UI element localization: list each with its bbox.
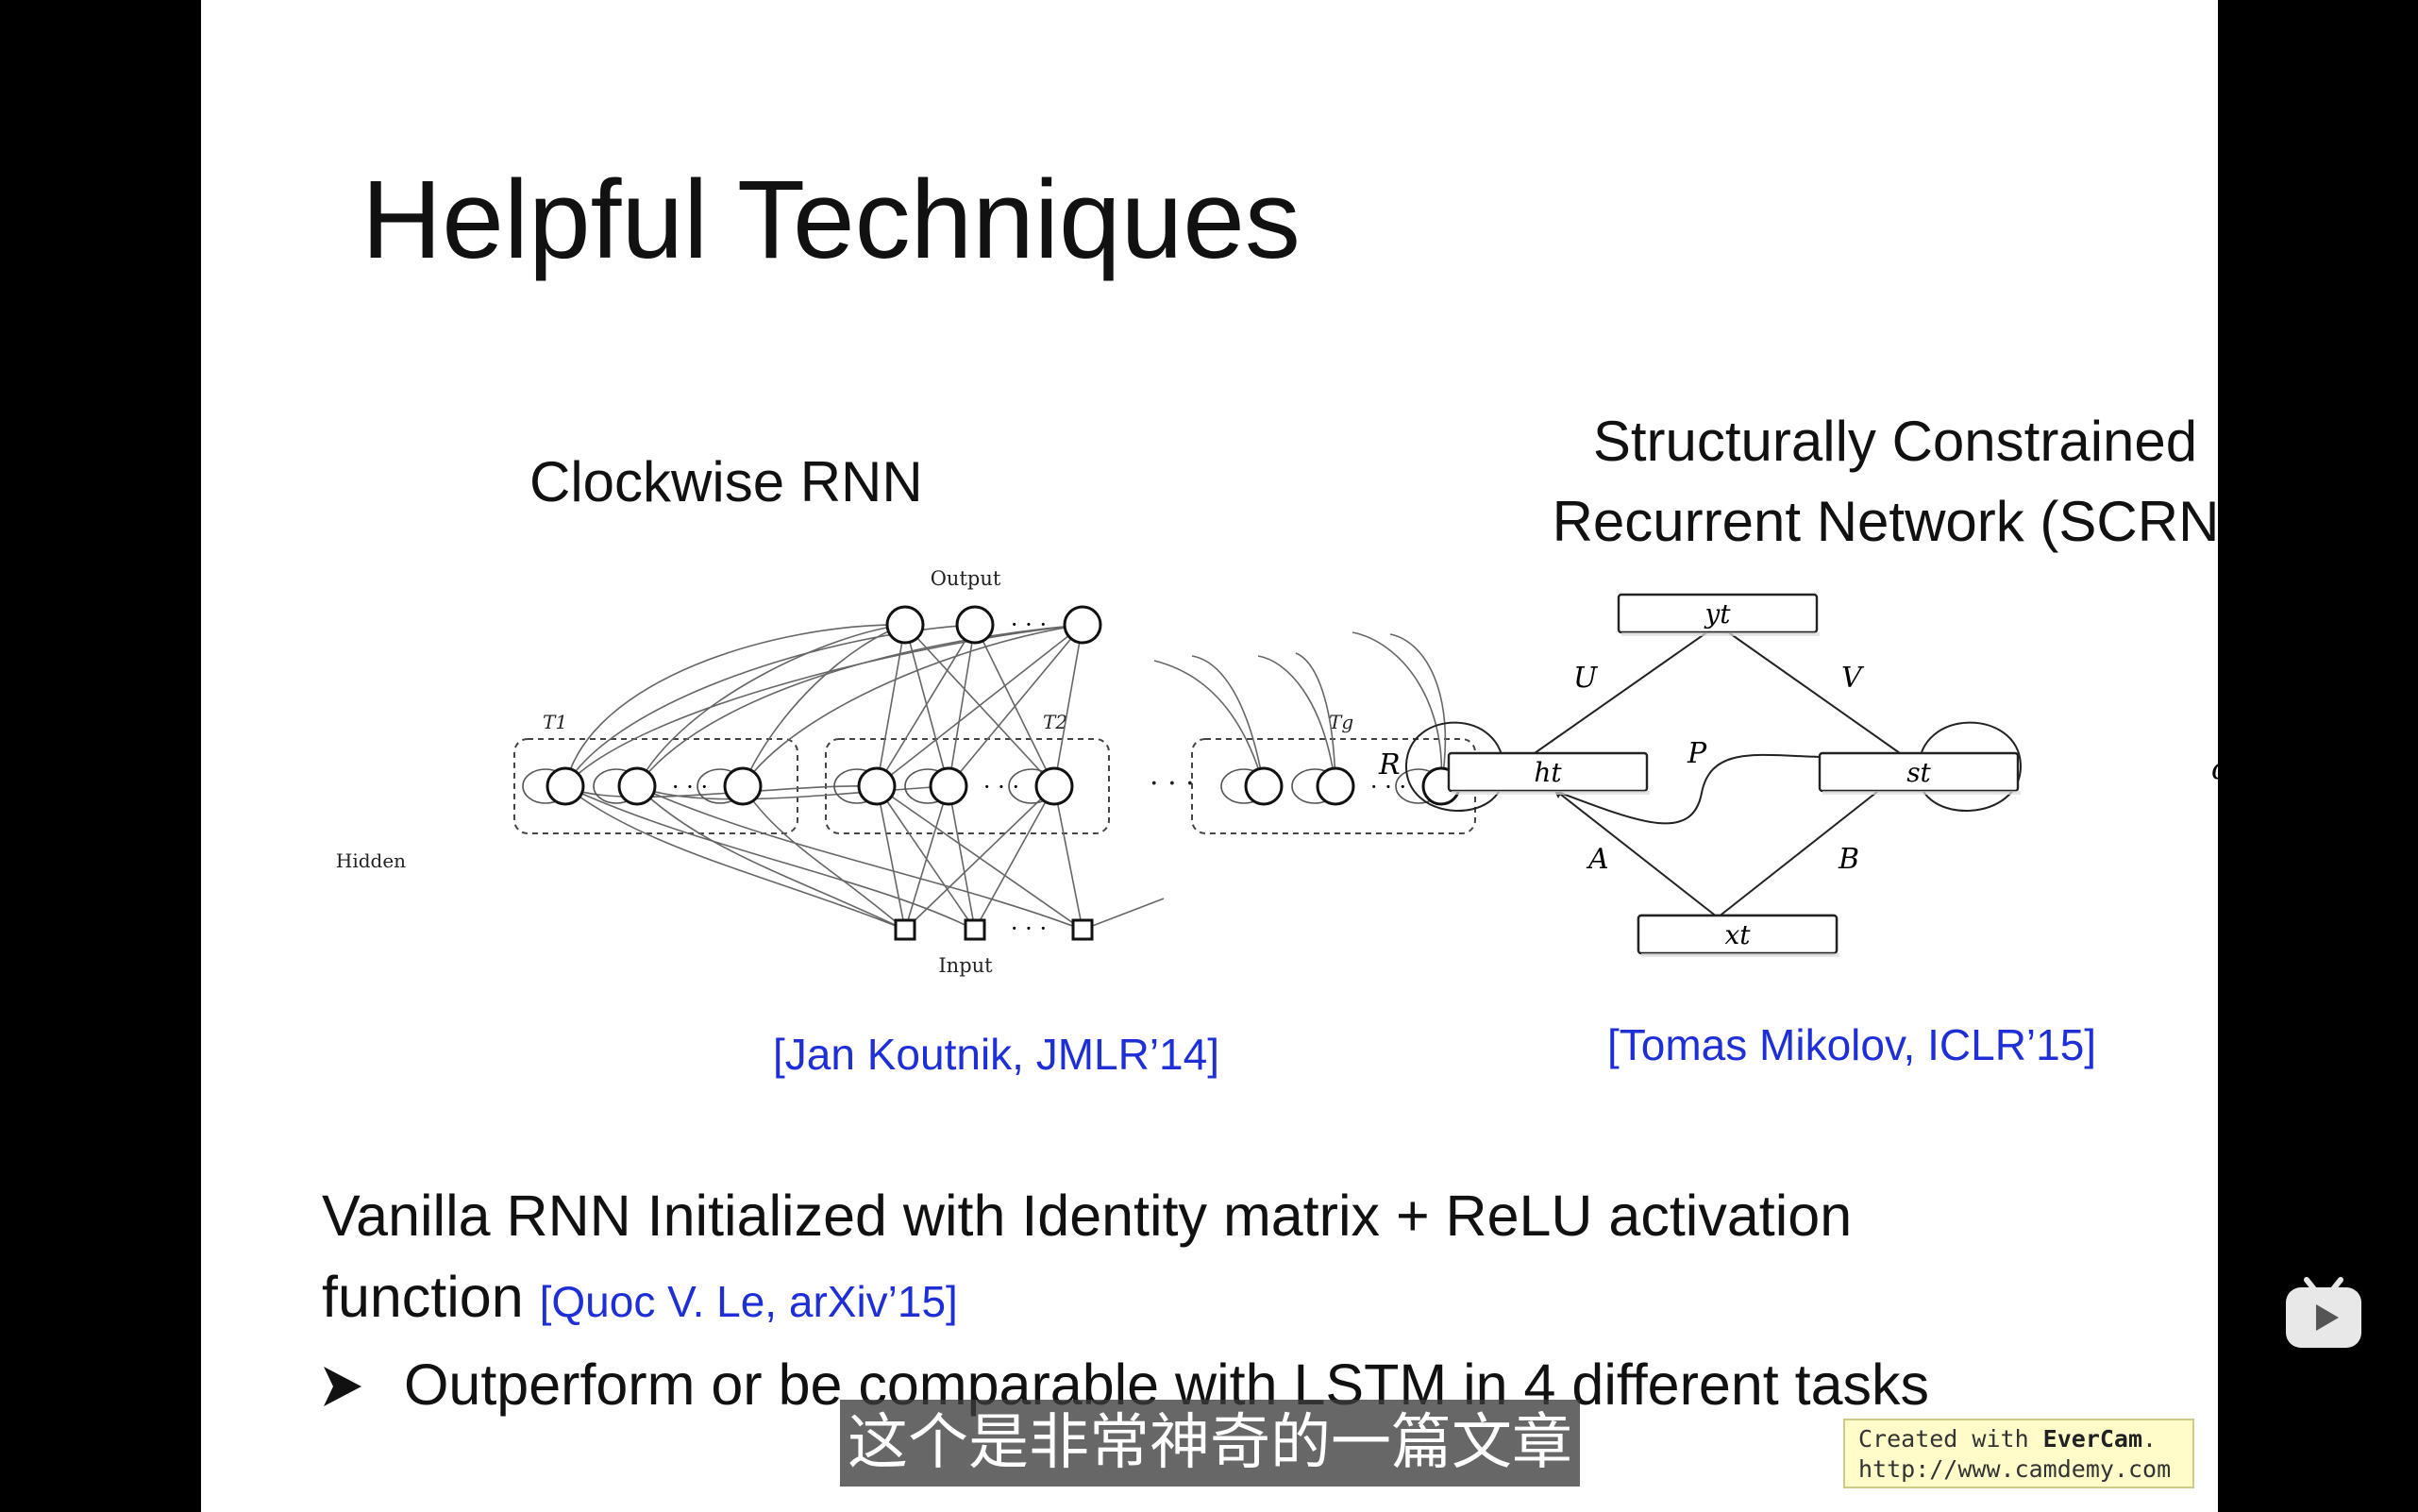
watermark-line1: Created with EverCam. [1858, 1425, 2158, 1453]
video-subtitle: 这个是非常神奇的一篇文章 [840, 1400, 1580, 1487]
box-h: ht [1534, 757, 1562, 788]
label-v: V [1841, 662, 1865, 695]
input-label: Input [938, 954, 993, 977]
watermark-line2: http://www.camdemy.com [1858, 1455, 2172, 1483]
body-line1: Vanilla RNN Initialized with Identity ma… [322, 1184, 1853, 1248]
box-y: yt [1703, 598, 1731, 630]
arrow-bullet-icon [322, 1352, 388, 1418]
identity-rnn-citation: [Quoc V. Le, arXiv’15] [539, 1277, 958, 1326]
box-s: st [1906, 757, 1931, 788]
clockwise-rnn-diagram: Output Input Hidden T1 T2 Tg · · · [336, 567, 1476, 977]
slide-title: Helpful Techniques [361, 158, 1301, 282]
label-alpha: α [2211, 753, 2218, 786]
svg-text:· · ·: · · · [983, 774, 1019, 800]
label-a: A [1586, 843, 1609, 876]
scrn-citation: [Tomas Mikolov, ICLR’15] [1607, 1020, 2097, 1069]
label-p: P [1687, 737, 1707, 770]
bilibili-play-icon[interactable] [2284, 1276, 2363, 1352]
hidden-label: Hidden [336, 849, 406, 872]
clockwise-rnn-citation: [Jan Koutnik, JMLR’14] [773, 1030, 1220, 1079]
group-label-t1: T1 [543, 711, 567, 733]
label-b: B [1838, 843, 1859, 876]
box-x: xt [1724, 919, 1751, 950]
scrn-diagram: yt xt ht st U V R P α A B [1378, 593, 2218, 957]
scrn-title-line2: Recurrent Network (SCRN) [1552, 490, 2218, 553]
output-label: Output [931, 567, 1001, 590]
slide: Helpful Techniques Clockwise RNN Output … [201, 0, 2218, 1512]
svg-text:· · ·: · · · [1370, 774, 1406, 800]
body-line2-text: function [322, 1265, 524, 1329]
label-u: U [1573, 662, 1599, 695]
evercam-watermark: Created with EverCam. http://www.camdemy… [1843, 1419, 2194, 1488]
scrn-title-line1: Structurally Constrained [1592, 410, 2198, 473]
svg-text:· · ·: · · · [672, 774, 708, 800]
body-line2: function [Quoc V. Le, arXiv’15] [322, 1256, 1852, 1342]
body-paragraph: Vanilla RNN Initialized with Identity ma… [322, 1175, 1852, 1342]
svg-text:· · ·: · · · [1011, 916, 1047, 942]
clockwise-rnn-title: Clockwise RNN [529, 450, 923, 513]
group-label-tg: Tg [1329, 711, 1353, 733]
label-r: R [1378, 748, 1401, 781]
svg-text:· · ·: · · · [1011, 612, 1047, 638]
svg-text:· · ·: · · · [1150, 767, 1195, 800]
